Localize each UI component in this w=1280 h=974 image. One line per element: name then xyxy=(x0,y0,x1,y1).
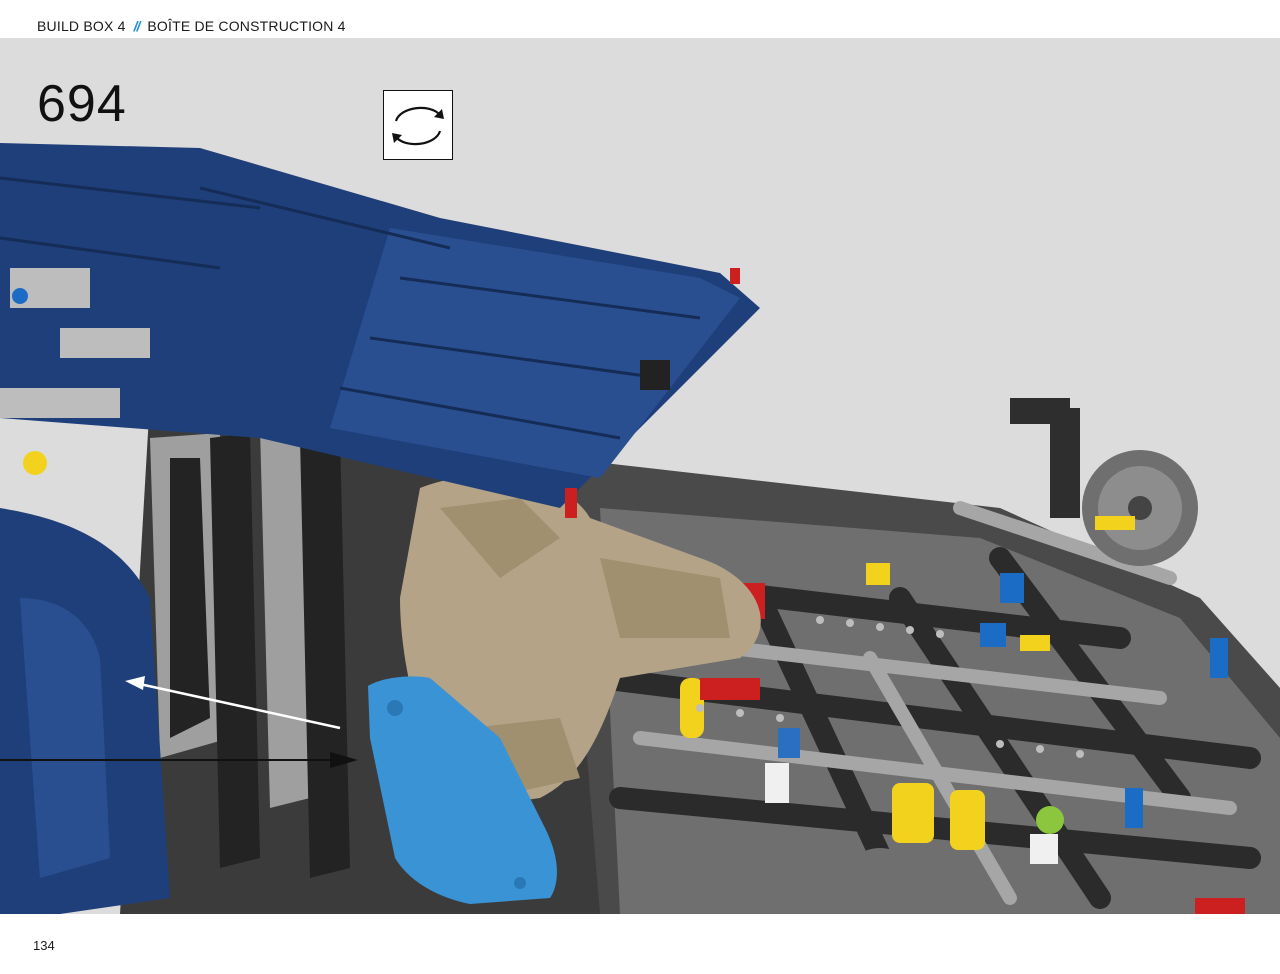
new-light-blue-panel xyxy=(368,676,557,904)
page-header: BUILD BOX 4 // BOÎTE DE CONSTRUCTION 4 xyxy=(0,0,1280,38)
header-title: BUILD BOX 4 // BOÎTE DE CONSTRUCTION 4 xyxy=(37,18,346,34)
chassis-frame xyxy=(509,398,1280,914)
rotate-model-icon xyxy=(392,106,444,146)
step-number: 694 xyxy=(37,75,127,133)
header-separator: // xyxy=(133,18,141,34)
placement-arrows xyxy=(0,676,358,768)
blue-body xyxy=(0,143,760,914)
page-footer: 134 xyxy=(0,914,1280,974)
header-right-text: BOÎTE DE CONSTRUCTION 4 xyxy=(147,18,346,34)
model-illustration xyxy=(0,143,1280,914)
page-number: 134 xyxy=(33,938,55,953)
header-left-text: BUILD BOX 4 xyxy=(37,18,126,34)
rotate-model-box xyxy=(383,90,453,160)
instruction-canvas: 694 xyxy=(0,38,1280,914)
